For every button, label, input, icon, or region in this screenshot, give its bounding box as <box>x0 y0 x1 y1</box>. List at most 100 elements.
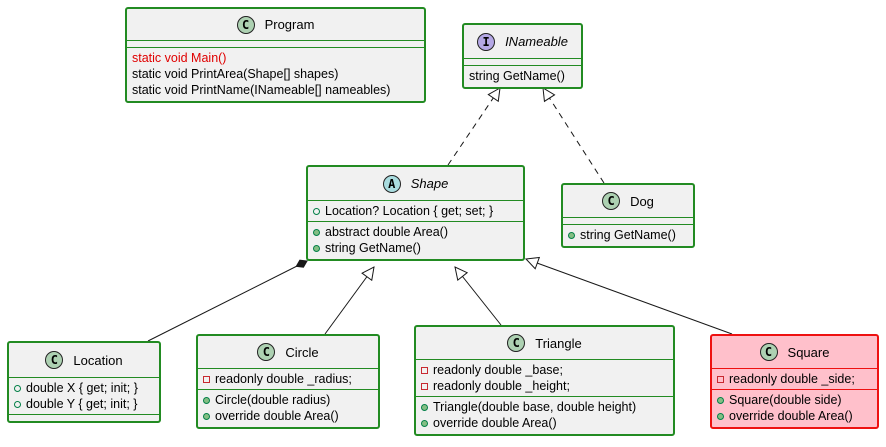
field-row: readonly double _height; <box>421 378 673 394</box>
method-text: string GetName() <box>469 69 565 83</box>
field-text: double Y { get; init; } <box>26 397 138 411</box>
field-row: double X { get; init; } <box>14 380 159 396</box>
method-text: override double Area() <box>729 409 853 423</box>
public-visibility-icon <box>717 396 724 404</box>
public-visibility-icon <box>14 384 21 392</box>
field-text: readonly double _radius; <box>215 372 352 386</box>
fields-section: Location? Location { get; set; } <box>308 200 523 221</box>
public-visibility-icon <box>421 403 428 411</box>
method-row: string GetName() <box>469 68 581 84</box>
method-text: static void PrintName(INameable[] nameab… <box>132 83 391 97</box>
method-text: override double Area() <box>433 416 557 430</box>
method-row: Triangle(double base, double height) <box>421 399 673 415</box>
method-row: Square(double side) <box>717 392 877 408</box>
method-text: override double Area() <box>215 409 339 423</box>
methods-section: Triangle(double base, double height) over… <box>416 396 673 434</box>
class-name: Dog <box>630 193 654 209</box>
method-row: string GetName() <box>313 240 523 256</box>
public-visibility-icon <box>313 244 320 252</box>
method-row: Circle(double radius) <box>203 392 378 408</box>
field-row: double Y { get; init; } <box>14 396 159 412</box>
field-text: readonly double _side; <box>729 372 855 386</box>
class-icon: C <box>257 343 276 361</box>
methods-section: abstract double Area() string GetName() <box>308 221 523 259</box>
class-header: C Square <box>712 336 877 368</box>
class-icon: C <box>507 334 526 352</box>
class-icon: C <box>759 343 778 361</box>
class-icon: C <box>602 192 621 210</box>
field-text: readonly double _height; <box>433 379 570 393</box>
class-square[interactable]: C Square readonly double _side; Square(doub… <box>710 334 879 429</box>
method-text: Circle(double radius) <box>215 393 331 407</box>
public-visibility-icon <box>313 228 320 236</box>
method-row: override double Area() <box>717 408 877 424</box>
method-row: override double Area() <box>421 415 673 431</box>
class-name: Square <box>787 344 830 360</box>
public-visibility-icon <box>313 207 320 215</box>
public-visibility-icon <box>14 400 21 408</box>
class-circle[interactable]: C Circle readonly double _radius; Circle(do… <box>196 334 380 429</box>
method-text: static void Main() <box>132 51 227 65</box>
method-text: Square(double side) <box>729 393 842 407</box>
method-text: abstract double Area() <box>325 225 448 239</box>
class-name: Circle <box>285 344 319 360</box>
fields-section: readonly double _side; <box>712 368 877 389</box>
edge-triangle-extends-shape <box>455 267 502 326</box>
private-visibility-icon <box>717 375 724 383</box>
private-visibility-icon <box>203 375 210 383</box>
method-text: string GetName() <box>580 228 676 242</box>
class-name: INameable <box>505 34 568 49</box>
class-dog[interactable]: C Dog string GetName() <box>561 183 695 248</box>
class-header: C Circle <box>198 336 378 368</box>
edge-square-extends-shape <box>526 259 733 335</box>
methods-section: string GetName() <box>563 224 693 246</box>
edge-shape-implements-inameable <box>447 88 500 166</box>
private-visibility-icon <box>421 366 428 374</box>
fields-section: double X { get; init; } double Y { get; i… <box>9 377 159 414</box>
fields-section <box>127 40 424 47</box>
class-name: Program <box>264 17 315 32</box>
field-row: readonly double _base; <box>421 362 673 378</box>
method-text: static void PrintArea(Shape[] shapes) <box>132 67 339 81</box>
class-header: C Location <box>9 343 159 377</box>
methods-section: string GetName() <box>464 65 581 87</box>
class-icon: C <box>45 351 64 369</box>
class-name: Location <box>73 352 123 368</box>
public-visibility-icon <box>717 412 724 420</box>
method-text: Triangle(double base, double height) <box>433 400 637 414</box>
field-text: Location? Location { get; set; } <box>325 204 494 218</box>
method-row: abstract double Area() <box>313 224 523 240</box>
class-triangle[interactable]: C Triangle readonly double _base;readonly … <box>414 325 675 436</box>
class-name: Triangle <box>535 335 582 351</box>
field-text: double X { get; init; } <box>26 381 138 395</box>
private-visibility-icon <box>421 382 428 390</box>
method-row: static void PrintArea(Shape[] shapes) <box>132 66 424 82</box>
method-text: string GetName() <box>325 241 421 255</box>
field-row: Location? Location { get; set; } <box>313 203 523 219</box>
class-location[interactable]: C Location double X { get; init; } double Y… <box>7 341 161 423</box>
method-row: static void PrintName(INameable[] nameab… <box>132 82 424 98</box>
edge-dog-implements-inameable <box>543 88 605 184</box>
methods-section <box>9 414 159 421</box>
class-header: C Dog <box>563 185 693 217</box>
edge-location-composed-in-shape <box>147 259 308 342</box>
field-row: readonly double _side; <box>717 371 877 387</box>
public-visibility-icon <box>568 231 575 239</box>
fields-section: readonly double _base;readonly double _h… <box>416 359 673 396</box>
field-row: readonly double _radius; <box>203 371 378 387</box>
public-visibility-icon <box>421 419 428 427</box>
public-visibility-icon <box>203 396 210 404</box>
method-row: string GetName() <box>568 227 693 243</box>
fields-section <box>464 58 581 65</box>
class-name: Shape <box>410 176 449 191</box>
fields-section <box>563 217 693 224</box>
methods-section: Square(double side) override double Area(… <box>712 389 877 427</box>
method-row: override double Area() <box>203 408 378 424</box>
